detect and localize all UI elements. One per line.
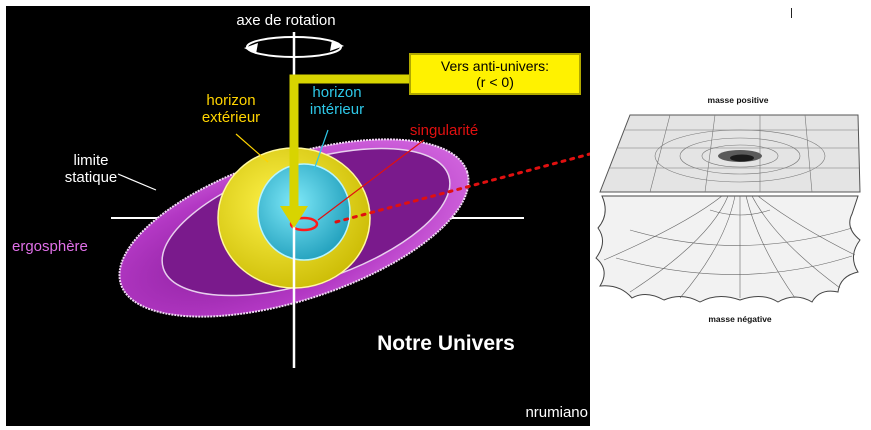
positive-mass-plane — [599, 114, 861, 193]
black-hole-drawing — [111, 32, 590, 368]
link-to-wormhole — [334, 152, 590, 224]
rotation-arrow-icon — [244, 36, 344, 58]
wormhole-diagram — [590, 0, 871, 430]
singularity-ring — [289, 216, 319, 232]
singularite-label: singularité — [409, 122, 479, 139]
page-mark — [791, 8, 792, 18]
masse-positive-label: masse positive — [707, 95, 769, 105]
horizon-interieur-leader — [313, 129, 329, 171]
anti-universe-callout: Vers anti-univers: (r < 0) — [409, 53, 581, 95]
horizon-exterieur-line1: horizon — [206, 92, 256, 109]
credit-label: nrumiano — [525, 404, 588, 421]
notre-univers-label: Notre Univers — [377, 332, 515, 355]
axis-title: axe de rotation — [236, 12, 336, 29]
horizon-interieur-line2: intérieur — [309, 101, 365, 119]
limite-line1: limite — [73, 152, 109, 169]
horizon-exterieur-label: horizon extérieur — [181, 92, 281, 127]
horizon-interieur-label: horizon intérieur — [294, 84, 380, 119]
limite-line2: statique — [64, 169, 118, 187]
wormhole-drawing — [595, 114, 861, 303]
callout-line2: (r < 0) — [476, 74, 514, 91]
horizon-interieur-line1: horizon — [312, 84, 362, 101]
masse-negative-label: masse négative — [708, 314, 772, 324]
horizon-exterieur-line2: extérieur — [201, 109, 261, 127]
ergosphere-label: ergosphère — [12, 238, 88, 255]
limite-statique-label: limite statique — [46, 152, 136, 187]
singularite-leader — [317, 139, 425, 221]
anti-universe-arrow — [280, 74, 409, 228]
horizon-exterieur-leader — [235, 133, 269, 163]
black-hole-diagram: axe de rotation Vers anti-univers: (r < … — [6, 6, 590, 426]
negative-mass-sheet — [595, 195, 861, 303]
callout-line1: Vers anti-univers: — [440, 58, 550, 74]
limite-statique-leader — [117, 173, 157, 191]
